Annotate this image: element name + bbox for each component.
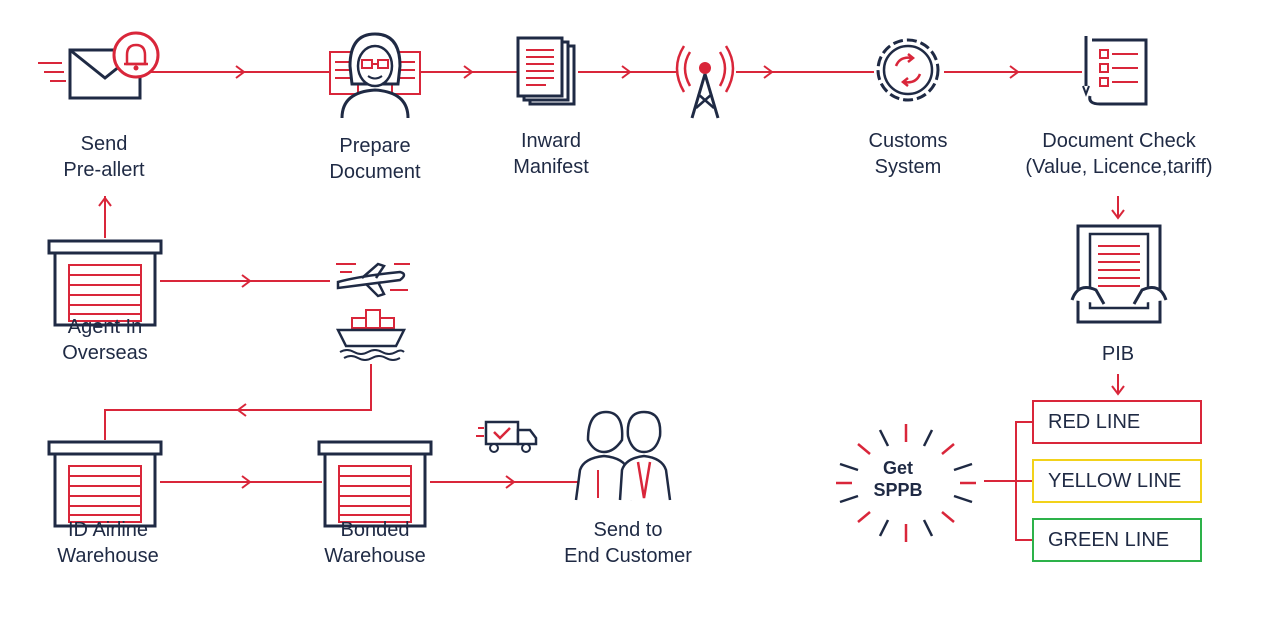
warehouse-icon-agent (47, 239, 163, 327)
yellow-line-box: YELLOW LINE (1032, 459, 1202, 503)
label-send-end-customer: Send to End Customer (564, 519, 692, 567)
label-inward-manifest: Inward Manifest (513, 130, 589, 178)
label-bonded-warehouse: Bonded Warehouse (324, 519, 426, 567)
connector-transport-to-airline (104, 364, 372, 440)
email-bell-icon (38, 31, 160, 100)
tablet-document-icon (1070, 224, 1168, 324)
label-prepare-document: Prepare Document (329, 135, 421, 183)
checklist-icon (1082, 36, 1148, 106)
label-id-airline-warehouse: ID Airline Warehouse (57, 519, 159, 567)
delivery-people-icon (476, 410, 672, 501)
label-document-check: Document Check (Value, Licence,tariff) (1025, 130, 1213, 178)
cargo-ship-icon (335, 309, 407, 361)
antenna-tower-icon (675, 45, 735, 119)
green-line-box: GREEN LINE (1032, 518, 1202, 562)
label-send-prealert: Send Pre-allert (63, 133, 145, 181)
warehouse-icon-airline (47, 440, 163, 528)
connectors (98, 65, 1125, 541)
warehouse-icon-bonded (317, 440, 433, 528)
document-stack-icon (516, 36, 576, 106)
gear-sync-icon (876, 38, 940, 102)
airplane-icon (336, 262, 410, 298)
burst-icon (836, 424, 976, 542)
label-customs-system: Customs System (868, 130, 948, 178)
label-pib: PIB (1101, 343, 1135, 365)
label-get-sppb: Get SPPB (873, 458, 923, 500)
red-line-box: RED LINE (1032, 400, 1202, 444)
label-agent-overseas: Agent In Overseas (62, 316, 148, 364)
clerk-documents-icon (329, 32, 421, 119)
